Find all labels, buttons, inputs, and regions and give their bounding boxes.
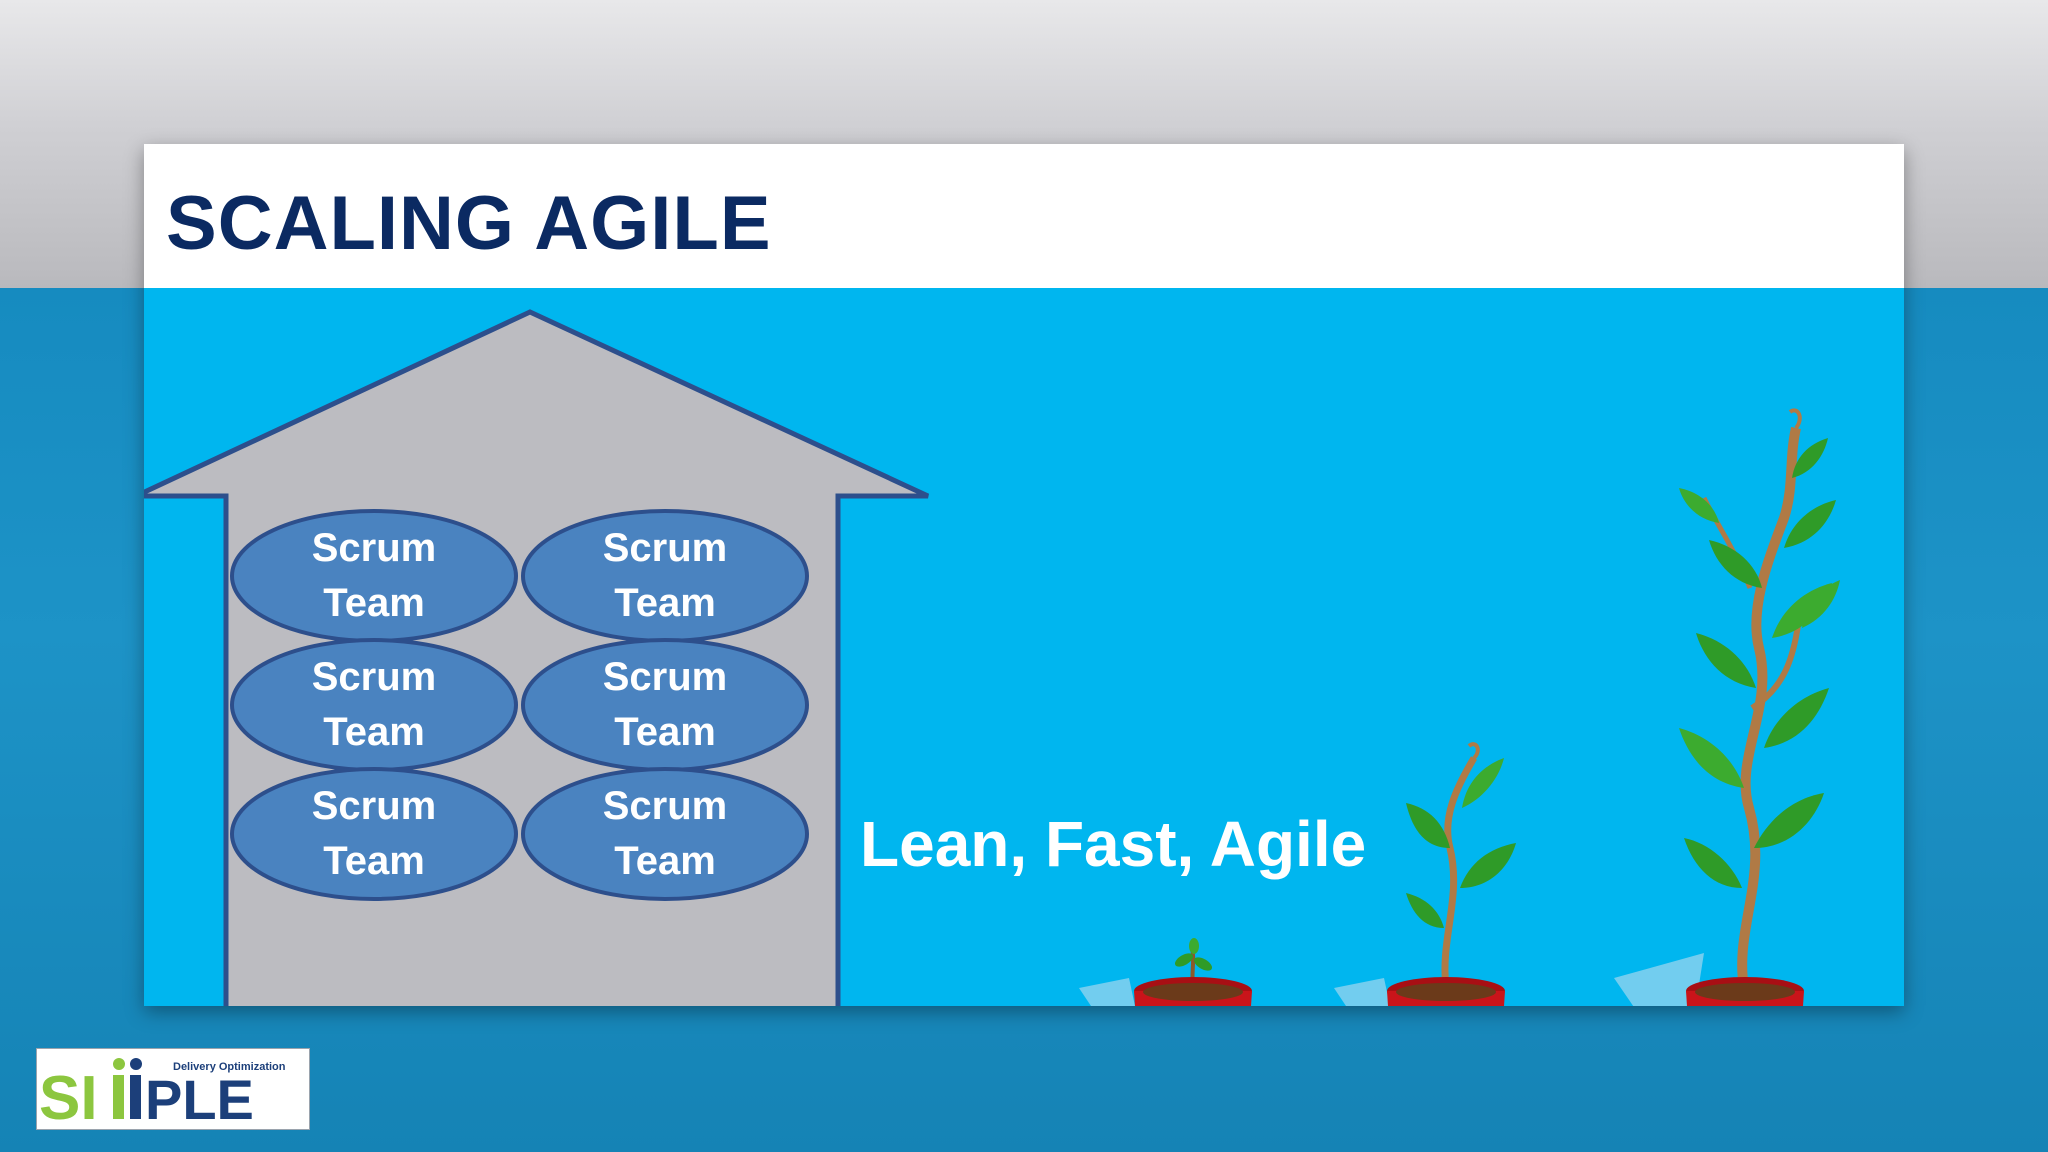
team-label-line2: Team [614,710,716,754]
slide: SCALING AGILE Scrum Team Scrum Team Scru… [144,144,1904,1006]
team-label-line2: Team [323,839,425,883]
logo-wordmark-blue: PLE [145,1068,254,1129]
team-label-line1: Scrum [602,655,728,699]
team-label-3: Scrum Team [232,650,516,760]
team-label-5: Scrum Team [232,779,516,889]
team-oval-5 [230,767,518,901]
plant-pot-icon [1387,977,1505,1006]
plants-illustration [1079,408,1840,1006]
medium-plant-icon [1406,742,1516,989]
slide-header: SCALING AGILE [144,144,1904,288]
pot-shadow-2 [1334,978,1390,1006]
team-label-4: Scrum Team [523,650,807,760]
team-label-line2: Team [323,581,425,625]
team-label-line1: Scrum [311,784,437,828]
pot-shadow-1 [1079,978,1135,1006]
simple-logo: SI PLE Delivery Optimization [36,1048,310,1130]
team-label-6: Scrum Team [523,779,807,889]
team-label-line2: Team [323,710,425,754]
large-plant-icon [1679,408,1840,989]
slide-title: SCALING AGILE [166,181,772,266]
team-label-line1: Scrum [311,526,437,570]
plant-pot-icon [1686,977,1804,1006]
team-label-line2: Team [614,581,716,625]
pot-shadow-3 [1614,953,1704,1006]
team-label-line1: Scrum [602,784,728,828]
slide-body: Scrum Team Scrum Team Scrum Team Scrum T… [144,288,1904,1006]
team-oval-6 [521,767,809,901]
team-label-2: Scrum Team [523,521,807,631]
tagline: Lean, Fast, Agile [860,808,1367,880]
logo-subtitle: Delivery Optimization [173,1061,286,1073]
house-diagram [144,309,930,1006]
team-label-line2: Team [614,839,716,883]
team-label-line1: Scrum [602,526,728,570]
logo-icon: SI PLE [39,1058,254,1129]
team-label-line1: Scrum [311,655,437,699]
plant-pot-icon [1134,977,1252,1006]
logo-wordmark-green: SI [39,1064,98,1129]
team-label-1: Scrum Team [232,521,516,631]
